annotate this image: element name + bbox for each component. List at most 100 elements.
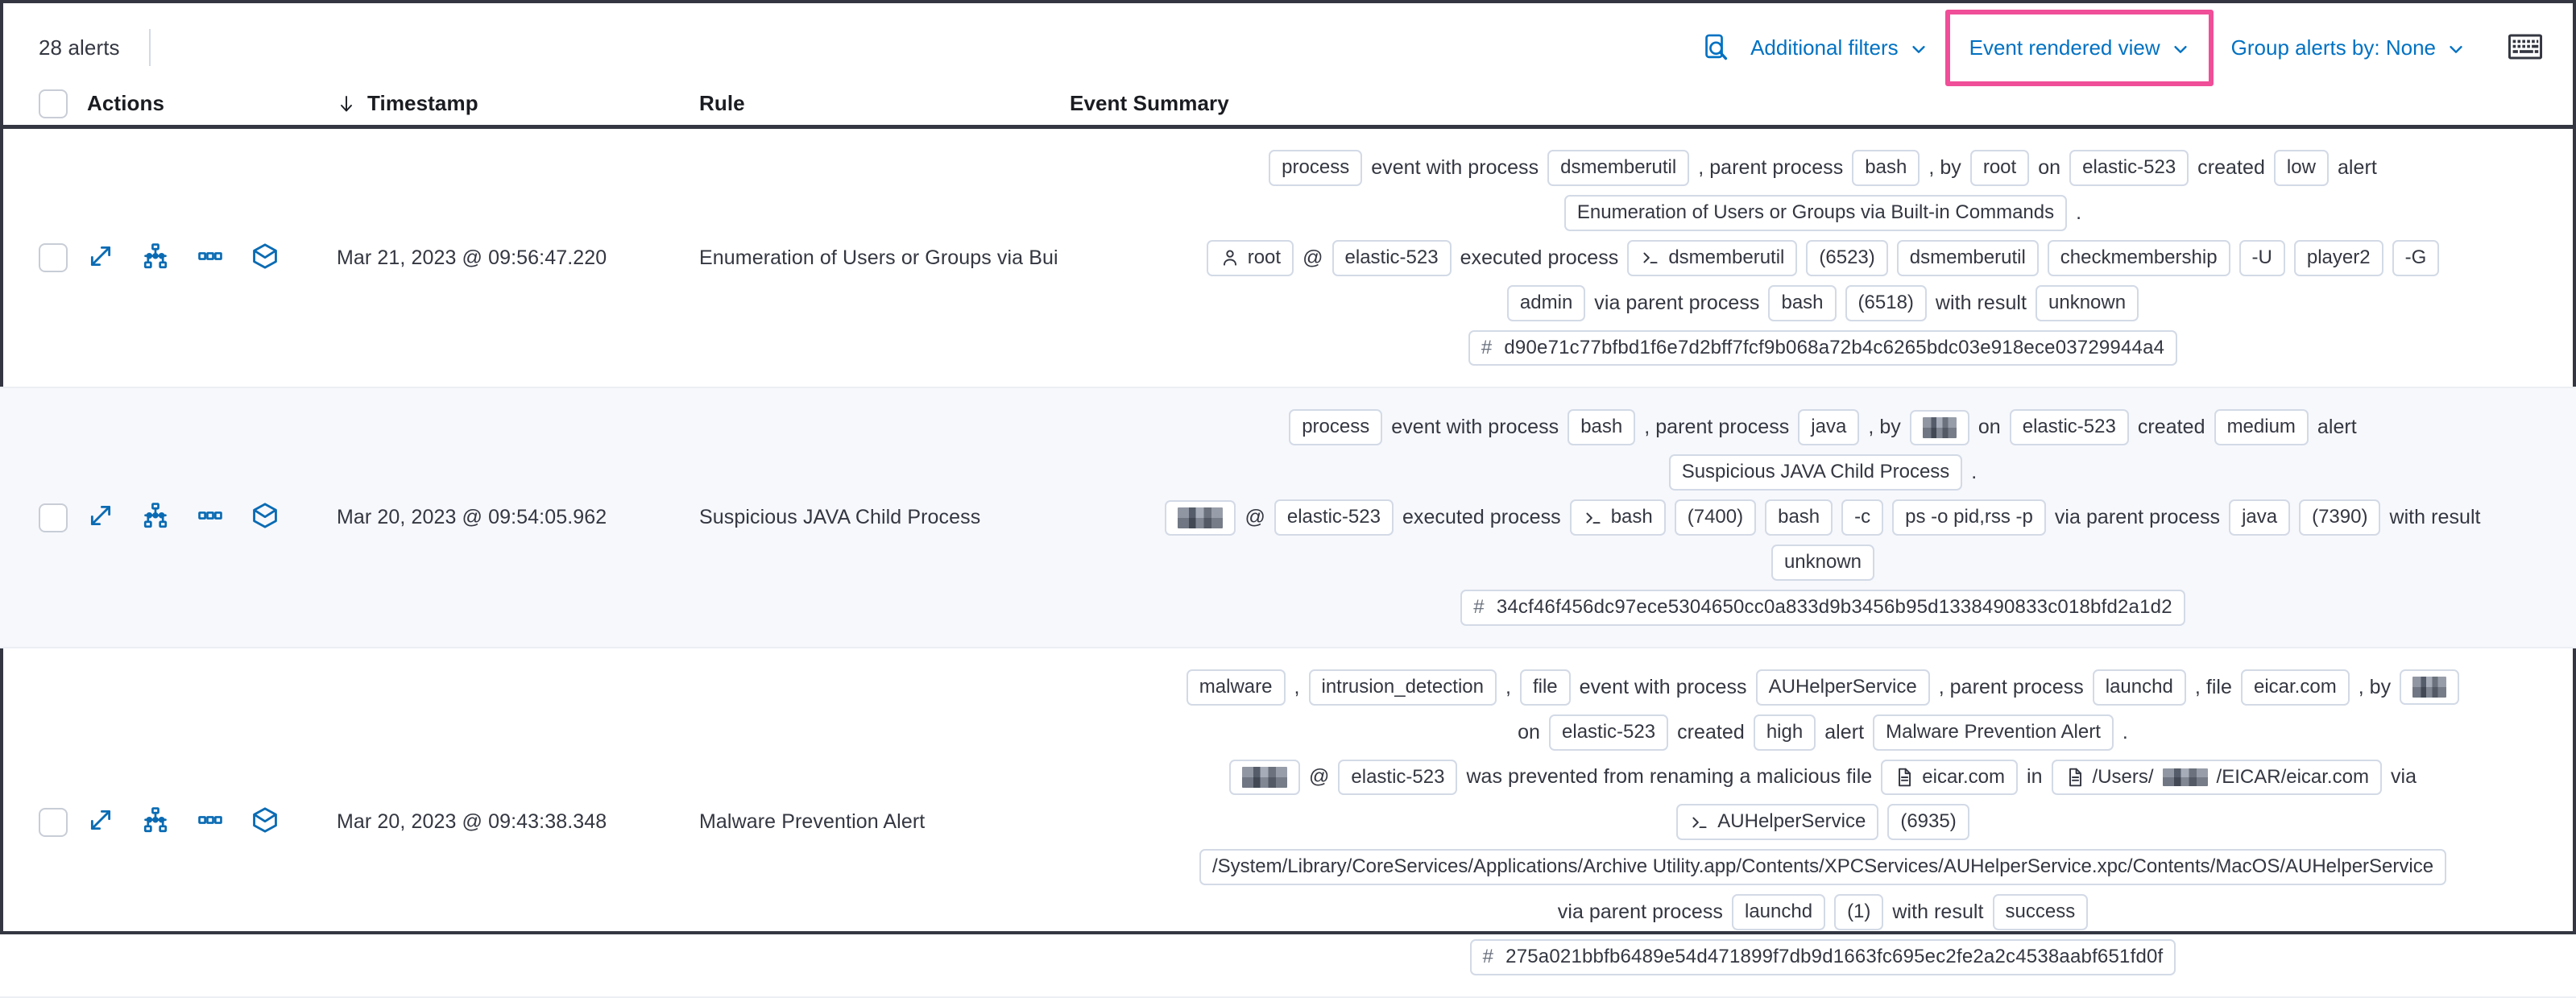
session-view-icon[interactable] xyxy=(142,502,169,533)
more-actions-icon[interactable] xyxy=(197,502,224,533)
column-header-rule[interactable]: Rule xyxy=(699,91,745,115)
summary-chip[interactable]: launchd xyxy=(1731,894,1826,930)
expand-icon[interactable] xyxy=(87,502,114,533)
summary-chip[interactable]: elastic-523 xyxy=(2009,409,2129,446)
summary-chip[interactable] xyxy=(2400,669,2460,706)
summary-chip[interactable]: dsmemberutil xyxy=(1896,239,2039,276)
summary-chip[interactable]: eicar.com xyxy=(1881,759,2018,796)
summary-chip[interactable]: AUHelperService xyxy=(1755,669,1930,706)
group-alerts-by-button[interactable]: Group alerts by: None xyxy=(2218,27,2478,68)
inspect-button[interactable] xyxy=(1689,24,1737,71)
summary-chip[interactable]: ps -o pid,rss -p xyxy=(1892,499,2046,536)
summary-chip[interactable]: intrusion_detection xyxy=(1308,669,1497,706)
row-rule-name[interactable]: Suspicious JAVA Child Process xyxy=(699,506,981,529)
analyzer-icon[interactable] xyxy=(251,502,279,533)
chip-label: (7400) xyxy=(1687,506,1744,528)
summary-chip[interactable]: /Users//EICAR/eicar.com xyxy=(2051,759,2382,796)
session-view-icon[interactable] xyxy=(142,242,169,274)
additional-filters-button[interactable]: Additional filters xyxy=(1737,27,1940,68)
select-all-checkbox[interactable] xyxy=(39,89,68,118)
summary-chip[interactable]: admin xyxy=(1506,284,1586,321)
row-select-cell xyxy=(39,388,87,646)
analyzer-icon[interactable] xyxy=(251,806,279,838)
event-hash-chip[interactable]: #34cf46f456dc97ece5304650cc0a833d9b3456b… xyxy=(1460,589,2185,626)
summary-chip[interactable]: bash xyxy=(1852,150,1920,186)
summary-chip[interactable]: process xyxy=(1269,150,1363,186)
summary-chip[interactable]: unknown xyxy=(2036,284,2139,321)
summary-chip[interactable]: (6518) xyxy=(1845,284,1927,321)
column-header-actions[interactable]: Actions xyxy=(87,91,165,115)
summary-chip[interactable]: root xyxy=(1969,150,2030,186)
summary-chip[interactable]: AUHelperService xyxy=(1676,804,1879,841)
summary-chip[interactable]: (7390) xyxy=(2299,499,2381,536)
expand-icon[interactable] xyxy=(87,242,114,274)
row-select-checkbox[interactable] xyxy=(39,807,68,837)
summary-chip[interactable]: medium xyxy=(2214,409,2309,446)
row-rule-name[interactable]: Malware Prevention Alert xyxy=(699,810,926,834)
summary-chip[interactable]: high xyxy=(1753,714,1816,751)
summary-chip[interactable]: dsmemberutil xyxy=(1627,239,1798,276)
column-header-event-summary[interactable]: Event Summary xyxy=(1070,91,1229,115)
row-select-checkbox[interactable] xyxy=(39,243,68,273)
summary-chip[interactable]: (7400) xyxy=(1674,499,1757,536)
summary-chip[interactable]: root xyxy=(1206,239,1294,276)
summary-chip[interactable]: dsmemberutil xyxy=(1547,150,1690,186)
summary-chip[interactable]: unknown xyxy=(1770,545,1875,581)
file-icon xyxy=(2065,767,2085,788)
summary-chip[interactable]: java xyxy=(1798,409,1860,446)
summary-chip[interactable]: -c xyxy=(1841,499,1884,536)
summary-chip[interactable]: elastic-523 xyxy=(2069,150,2189,186)
summary-chip[interactable]: -G xyxy=(2392,239,2440,276)
summary-chip[interactable]: player2 xyxy=(2293,239,2383,276)
summary-chip[interactable]: elastic-523 xyxy=(1274,499,1394,536)
column-header-timestamp[interactable]: Timestamp xyxy=(337,91,699,116)
summary-chip[interactable]: process xyxy=(1289,409,1383,446)
analyzer-icon[interactable] xyxy=(251,242,279,274)
summary-chip[interactable]: Suspicious JAVA Child Process xyxy=(1668,454,1963,491)
summary-chip[interactable]: elastic-523 xyxy=(1331,239,1452,276)
summary-chip[interactable]: (6935) xyxy=(1887,804,1969,841)
summary-chip[interactable]: elastic-523 xyxy=(1338,759,1458,796)
summary-chip[interactable]: launchd xyxy=(2092,669,2186,706)
alert-count-group: 28 alerts xyxy=(0,29,151,66)
row-select-checkbox[interactable] xyxy=(39,503,68,532)
summary-chip[interactable]: (1) xyxy=(1834,894,1884,930)
summary-chip[interactable]: elastic-523 xyxy=(1549,714,1669,751)
summary-chip[interactable]: eicar.com xyxy=(2240,669,2350,706)
chip-label: eicar.com xyxy=(2253,675,2337,698)
summary-chip[interactable]: file xyxy=(1519,669,1571,706)
event-rendered-view-button[interactable]: Event rendered view xyxy=(1957,27,2202,68)
expand-icon[interactable] xyxy=(87,806,114,838)
keyboard-shortcuts-button[interactable] xyxy=(2505,31,2545,65)
event-hash-chip[interactable]: #d90e71c77bfbd1f6e7d2bff7fcf9b068a72b4c6… xyxy=(1468,329,2178,366)
summary-chip[interactable]: success xyxy=(1992,894,2089,930)
summary-chip[interactable]: checkmembership xyxy=(2047,239,2230,276)
more-actions-icon[interactable] xyxy=(197,242,224,274)
row-rule-name[interactable]: Enumeration of Users or Groups via Bui xyxy=(699,246,1058,269)
summary-chip[interactable]: bash xyxy=(1768,284,1837,321)
summary-chip[interactable]: (6523) xyxy=(1806,239,1888,276)
summary-chip[interactable]: malware xyxy=(1186,669,1286,706)
session-view-icon[interactable] xyxy=(142,806,169,838)
summary-chip[interactable]: -U xyxy=(2238,239,2285,276)
summary-chip[interactable]: Malware Prevention Alert xyxy=(1873,714,2114,751)
summary-chip[interactable]: java xyxy=(2229,499,2291,536)
summary-chip[interactable] xyxy=(1165,499,1236,536)
summary-chip[interactable] xyxy=(1228,759,1300,795)
select-all-cell xyxy=(39,89,87,118)
summary-text: created xyxy=(1677,720,1745,743)
summary-chip[interactable]: bash xyxy=(1568,409,1636,446)
summary-text: executed process xyxy=(1460,246,1619,269)
more-actions-icon[interactable] xyxy=(197,806,224,838)
summary-chip[interactable]: /System/Library/CoreServices/Application… xyxy=(1199,849,2447,886)
event-hash-chip[interactable]: #275a021bbfb6489e54d471899f7db9d1663fc69… xyxy=(1469,939,2176,975)
summary-chip[interactable]: bash xyxy=(1569,499,1666,536)
summary-chip[interactable]: Enumeration of Users or Groups via Built… xyxy=(1563,194,2068,231)
summary-chip[interactable]: low xyxy=(2273,150,2329,186)
summary-chip[interactable] xyxy=(1909,409,1969,445)
summary-chip[interactable]: bash xyxy=(1765,499,1833,536)
